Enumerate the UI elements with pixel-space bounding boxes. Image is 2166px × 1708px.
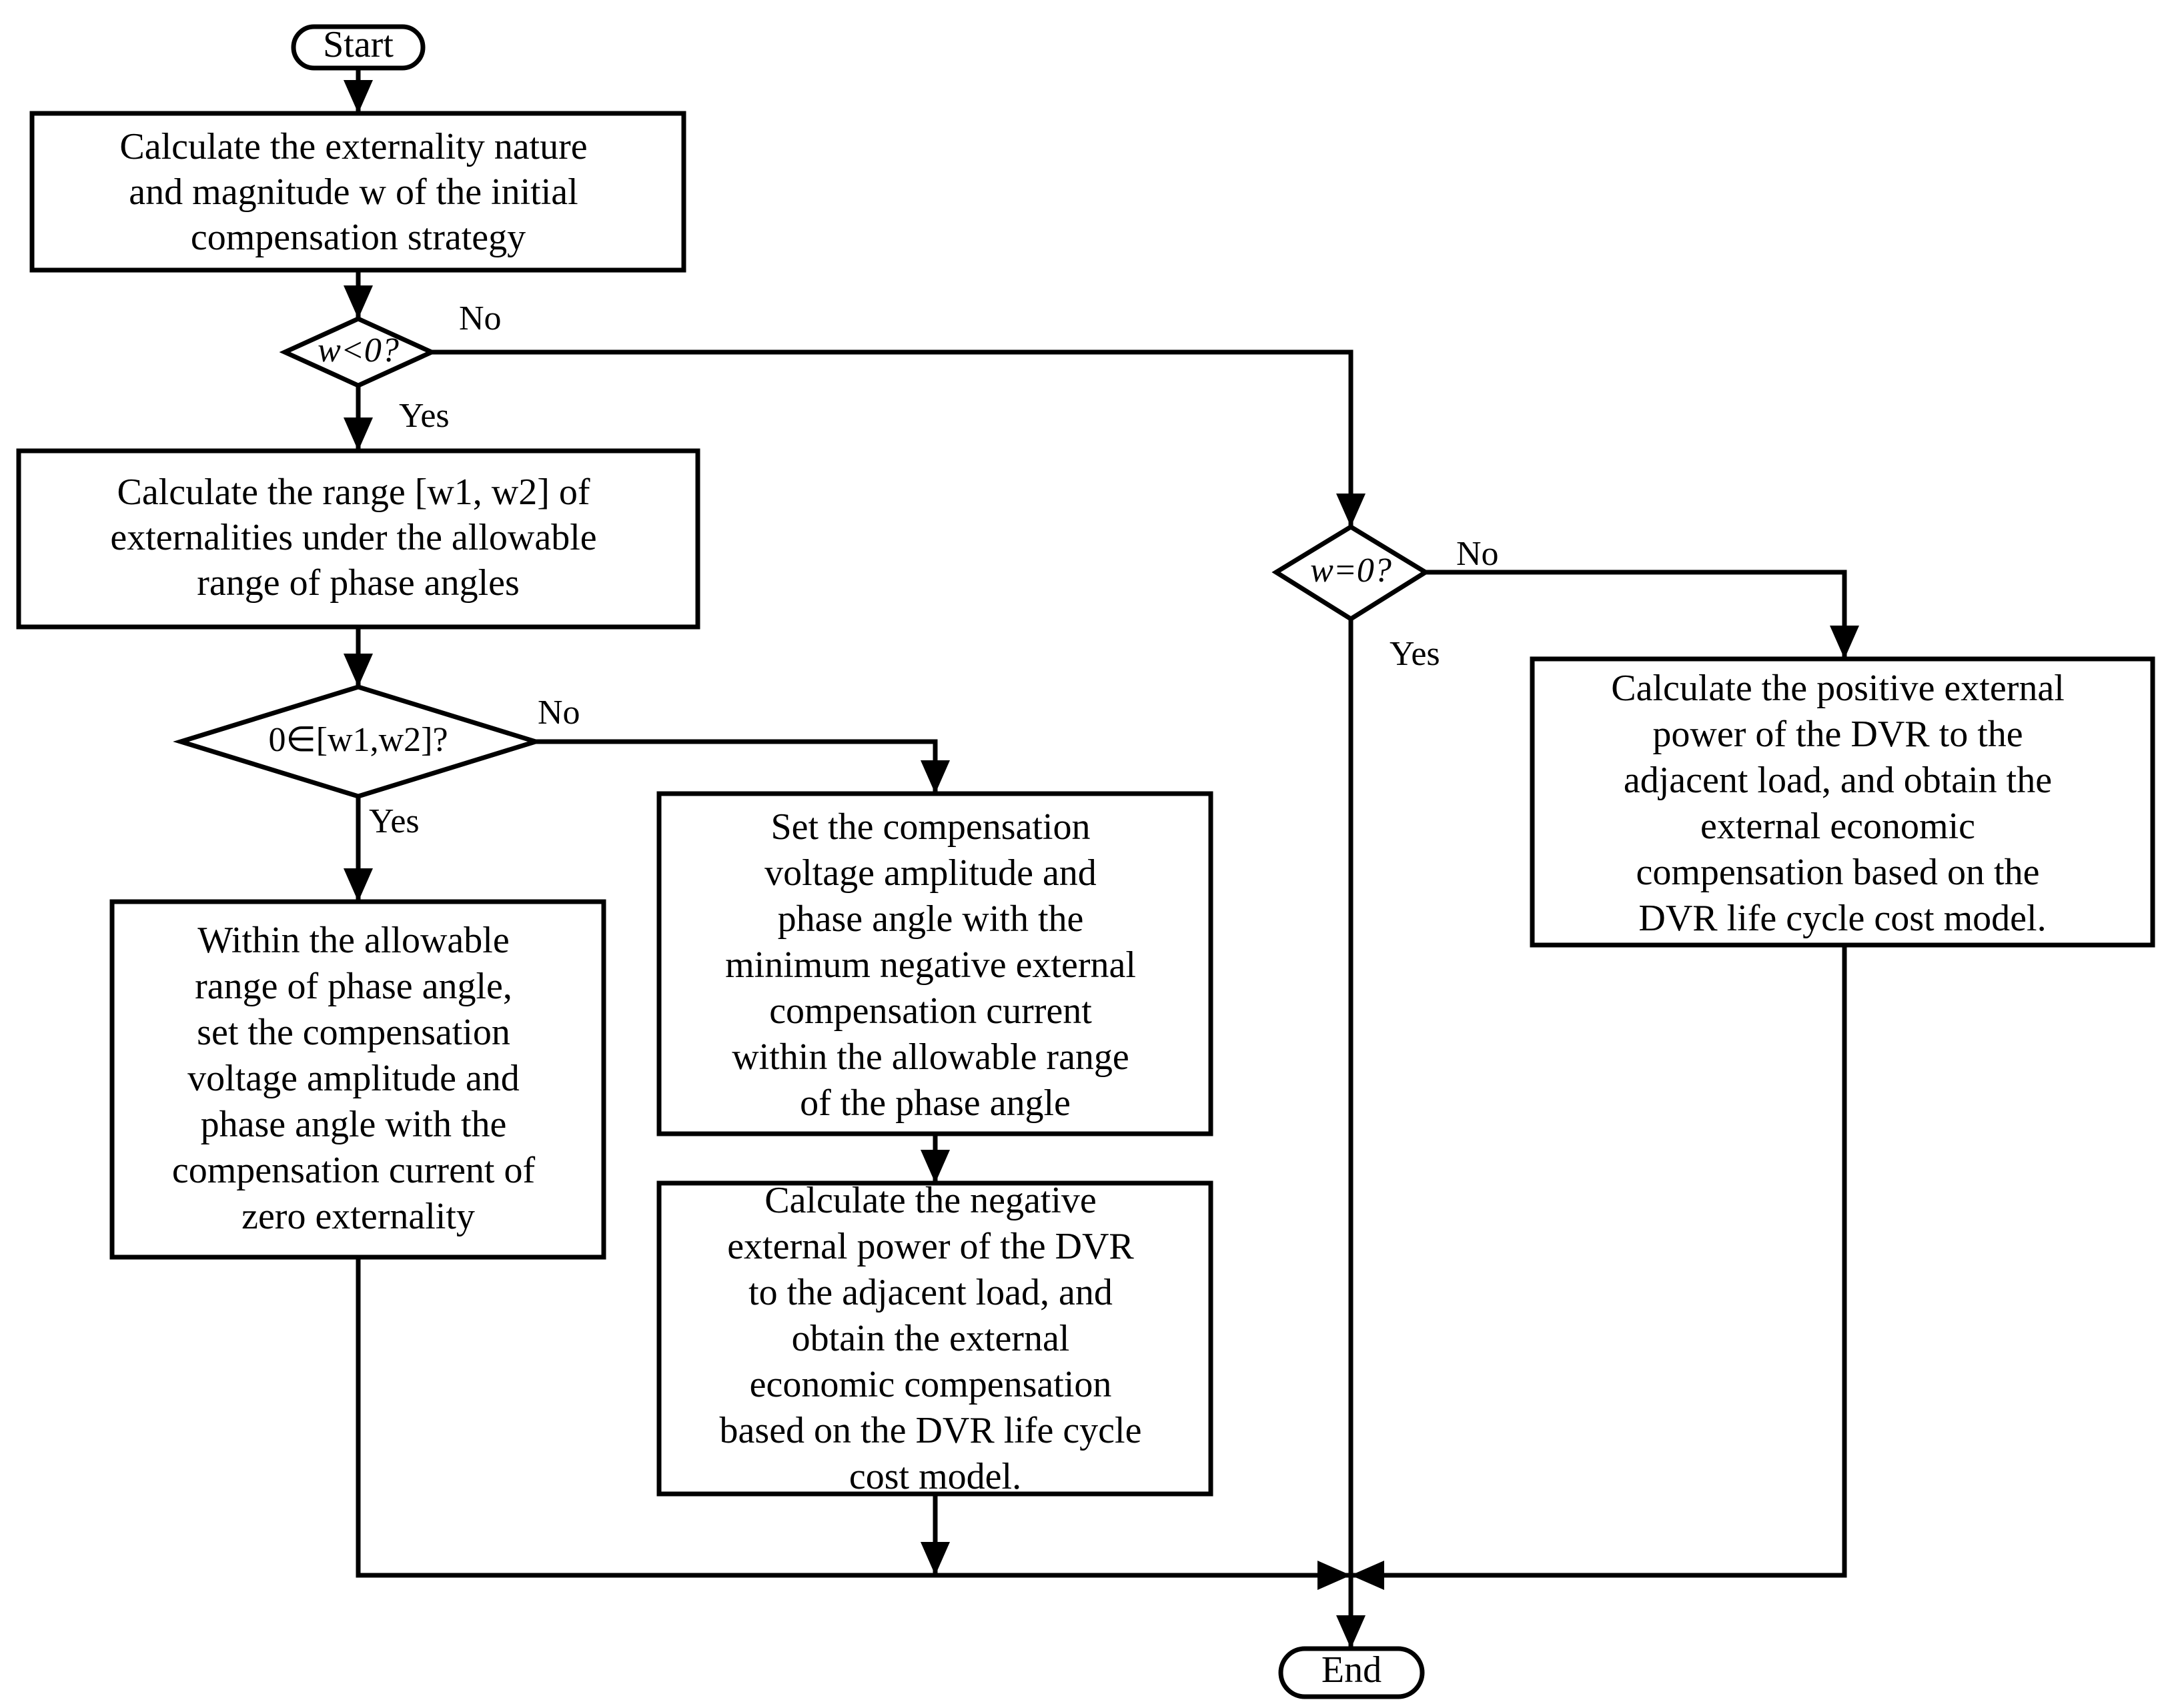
svg-text:Calculate the positive externa: Calculate the positive external power of… (1611, 668, 2074, 939)
box-minneg-line: within the allowable range (732, 1036, 1129, 1078)
box-pospower-line: external economic (1700, 806, 1975, 847)
connector-inrange-no (536, 739, 938, 794)
box-negpower-line: external power of the DVR (727, 1226, 1134, 1267)
box-positive-power: Calculate the positive external power of… (1530, 656, 2155, 948)
box-zeroext-line: compensation current of (172, 1150, 536, 1191)
box-pospower-line: Calculate the positive external (1611, 668, 2065, 709)
box-zeroext-line: set the compensation (197, 1012, 510, 1053)
box-negpower-line: obtain the external (792, 1318, 1070, 1359)
box-initial-strategy: Calculate the externality nature and mag… (29, 111, 686, 273)
box-initial-line: compensation strategy (191, 217, 526, 258)
box-negpower-line: cost model. (849, 1456, 1021, 1497)
box-range-line: range of phase angles (197, 562, 520, 604)
label-wneg-yes: Yes (399, 397, 450, 435)
box-min-negative: Set the compensation voltage amplitude a… (656, 791, 1213, 1136)
connector-wneg-no (432, 349, 1353, 527)
box-zeroext-line: zero externality (241, 1196, 475, 1237)
start-terminal: Start (291, 24, 426, 71)
end-terminal: End (1278, 1646, 1425, 1699)
box-zeroext-line: phase angle with the (201, 1104, 507, 1145)
decision-w-negative: w<0? (279, 316, 438, 388)
label-wzero-yes: Yes (1390, 635, 1440, 673)
box-pospower-line: power of the DVR to the (1652, 714, 2023, 755)
label-inrange-yes: Yes (369, 802, 420, 840)
box-minneg-line: of the phase angle (800, 1082, 1071, 1124)
svg-text:Within the allowable ran: Within the allowable range of phase angl… (172, 920, 544, 1237)
box-range-line: Calculate the range [w1, w2] of (117, 472, 590, 513)
box-pospower-line: adjacent load, and obtain the (1624, 760, 2052, 801)
connector-pospower-bottom (1351, 945, 1847, 1578)
label-inrange-no: No (538, 694, 580, 732)
box-initial-line: and magnitude w of the initial (129, 171, 578, 213)
connector-zeroext-bottom (356, 1257, 1351, 1578)
box-negpower-line: economic compensation (750, 1364, 1112, 1405)
decision-zero-in-range-label: 0∈[w1,w2]? (268, 721, 448, 759)
svg-text:Set the compensation vol: Set the compensation voltage amplitude a… (725, 806, 1145, 1124)
box-negative-power: Calculate the negative external power of… (656, 1180, 1213, 1497)
box-negpower-line: Calculate the negative (764, 1180, 1097, 1221)
label-wzero-no: No (1456, 535, 1499, 573)
box-externality-range: Calculate the range [w1, w2] of external… (16, 448, 700, 630)
box-minneg-line: compensation current (769, 990, 1092, 1032)
box-pospower-line: compensation based on the (1636, 852, 2040, 893)
decision-zero-in-range: 0∈[w1,w2]? (173, 684, 544, 799)
start-label: Start (323, 24, 394, 65)
box-minneg-line: phase angle with the (778, 898, 1084, 940)
box-range-line: externalities under the allowable (110, 517, 596, 558)
box-minneg-line: voltage amplitude and (764, 852, 1097, 894)
connector-wzero-no (1426, 570, 1847, 659)
label-wneg-no: No (459, 299, 502, 337)
svg-text:Calculate the negative e: Calculate the negative external power of… (720, 1180, 1151, 1497)
end-label: End (1321, 1649, 1382, 1691)
decision-w-zero: w=0? (1271, 524, 1430, 622)
box-negpower-line: to the adjacent load, and (748, 1272, 1113, 1313)
box-zeroext-line: Within the allowable (197, 920, 509, 961)
box-initial-line: Calculate the externality nature (119, 126, 587, 167)
box-zeroext-line: voltage amplitude and (187, 1058, 520, 1099)
box-negpower-line: based on the DVR life cycle (720, 1410, 1142, 1451)
box-zeroext-line: range of phase angle, (195, 966, 512, 1007)
box-zero-externality: Within the allowable range of phase angl… (109, 899, 606, 1260)
decision-w-negative-label: w<0? (318, 331, 399, 369)
box-minneg-line: Set the compensation (770, 806, 1090, 848)
svg-text:Calculate the externality natu: Calculate the externality nature and mag… (119, 126, 596, 258)
box-minneg-line: minimum negative external (725, 944, 1136, 986)
decision-w-zero-label: w=0? (1310, 552, 1392, 590)
svg-text:Calculate the range [w1, w2] o: Calculate the range [w1, w2] of external… (110, 472, 606, 604)
box-pospower-line: DVR life cycle cost model. (1638, 898, 2046, 939)
